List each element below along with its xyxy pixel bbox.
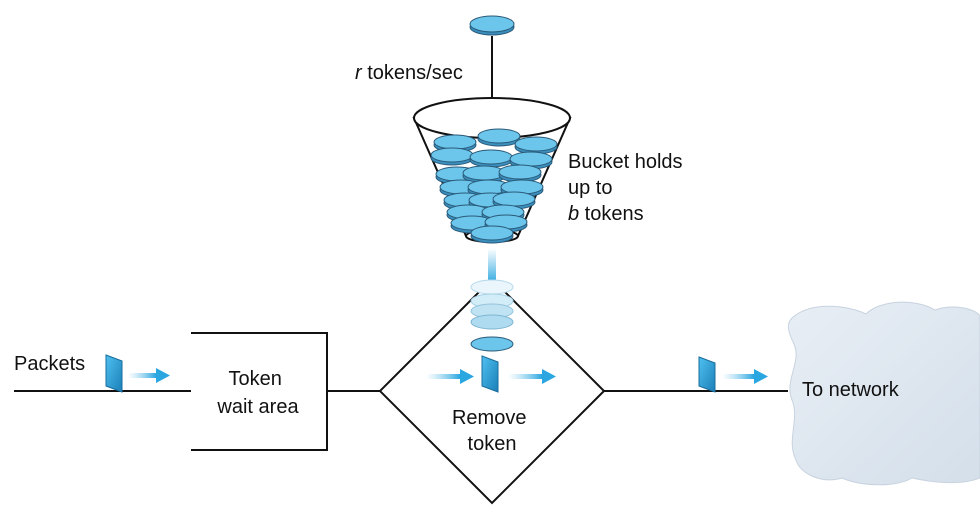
output-packet [698, 356, 768, 393]
token-rate-label: r tokens/sec [355, 62, 463, 84]
bucket-token [514, 136, 558, 152]
bucket-token [509, 151, 553, 167]
bucket-token [477, 128, 521, 144]
token-stream [488, 248, 496, 284]
token-wait-area-box [191, 332, 328, 451]
packets-label: Packets [14, 353, 85, 375]
remove-token-gate [378, 277, 606, 505]
bucket-token [433, 134, 477, 150]
bucket-label: Bucket holds up to b tokens [568, 151, 688, 225]
token-bucket [412, 97, 572, 244]
token-wait-area-label: Token wait area [216, 368, 299, 418]
input-packet [105, 354, 170, 393]
token-stack [470, 279, 514, 352]
bucket-token [492, 191, 536, 207]
remove-token-label: Remove token [452, 407, 532, 455]
bucket-token [498, 164, 542, 180]
network-cloud [787, 301, 980, 486]
gate-packet-flow [426, 355, 556, 393]
bucket-tokens [430, 128, 558, 244]
incoming-token [469, 15, 515, 36]
bucket-token [470, 225, 514, 241]
bucket-token [430, 147, 474, 163]
bucket-token [469, 149, 513, 165]
network-label: To network [802, 379, 900, 401]
